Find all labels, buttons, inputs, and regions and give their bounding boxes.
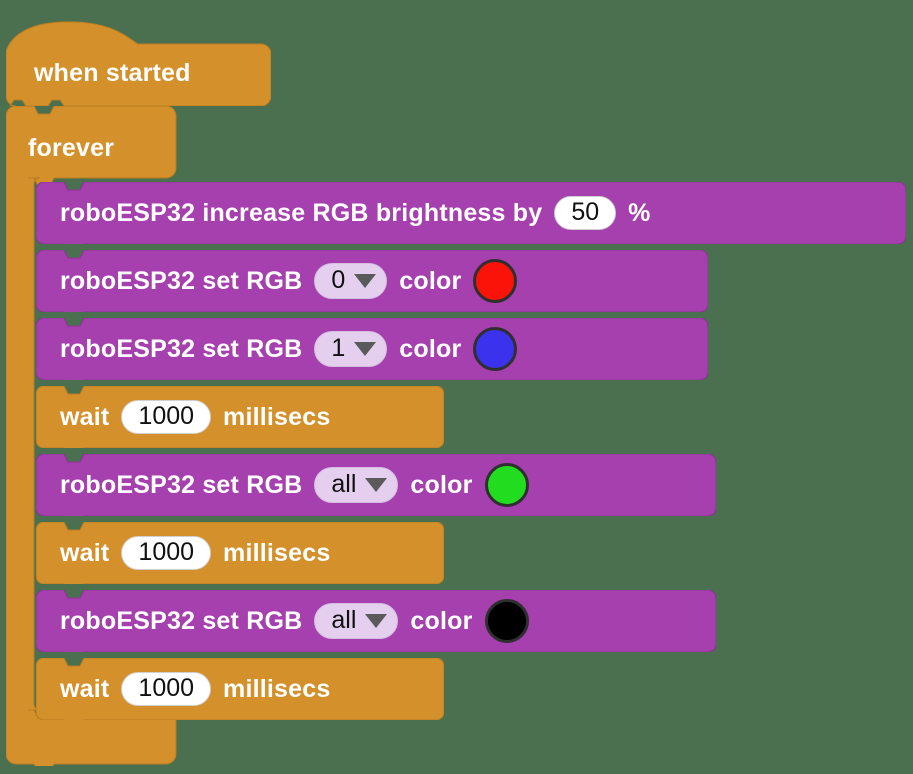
block-when-started[interactable]: when started xyxy=(6,14,271,106)
block-wait-2[interactable]: wait 1000 millisecs xyxy=(36,522,444,584)
block-set-rgb-0[interactable]: roboESP32 set RGB 0 color xyxy=(36,250,708,312)
rgb-index-dropdown-1[interactable]: 1 xyxy=(314,331,388,367)
rgb-index-dropdown-all-black[interactable]: all xyxy=(314,603,399,639)
when-started-label: when started xyxy=(34,59,191,87)
wait-2-text-after: millisecs xyxy=(223,538,331,567)
block-increase-brightness[interactable]: roboESP32 increase RGB brightness by 50 … xyxy=(36,182,906,244)
rgb-index-dropdown-0-value: 0 xyxy=(331,266,346,294)
rgb-index-dropdown-all-green-value: all xyxy=(331,470,357,498)
forever-shape xyxy=(6,106,177,766)
wait-2-number-field[interactable]: 1000 xyxy=(121,536,212,570)
block-set-rgb-1[interactable]: roboESP32 set RGB 1 color xyxy=(36,318,708,380)
wait-1-text-after: millisecs xyxy=(223,402,331,431)
block-set-rgb-all-green[interactable]: roboESP32 set RGB all color xyxy=(36,454,716,516)
chevron-down-icon xyxy=(354,273,377,288)
when-started-shape xyxy=(6,21,271,106)
block-forever[interactable]: forever xyxy=(6,106,186,766)
block-set-rgb-all-black[interactable]: roboESP32 set RGB all color xyxy=(36,590,716,652)
increase-brightness-shape xyxy=(36,182,906,244)
increase-brightness-text-before: roboESP32 increase RGB brightness by xyxy=(60,198,543,227)
wait-2-text-before: wait xyxy=(60,538,110,567)
set-rgb-all-green-text-middle: color xyxy=(410,470,473,499)
block-wait-1[interactable]: wait 1000 millisecs xyxy=(36,386,444,448)
chevron-down-icon xyxy=(365,613,388,628)
rgb-index-dropdown-1-value: 1 xyxy=(331,334,346,362)
color-swatch-green[interactable] xyxy=(484,463,529,507)
set-rgb-1-text-before: roboESP32 set RGB xyxy=(60,334,303,363)
set-rgb-all-black-text-middle: color xyxy=(410,606,473,635)
color-swatch-black[interactable] xyxy=(484,599,529,643)
rgb-index-dropdown-all-green[interactable]: all xyxy=(314,467,399,503)
set-rgb-0-text-before: roboESP32 set RGB xyxy=(60,266,303,295)
chevron-down-icon xyxy=(354,341,377,356)
wait-3-text-before: wait xyxy=(60,674,110,703)
rgb-index-dropdown-all-black-value: all xyxy=(331,606,357,634)
set-rgb-0-text-middle: color xyxy=(399,266,462,295)
brightness-number-field[interactable]: 50 xyxy=(554,196,617,230)
wait-1-number-field[interactable]: 1000 xyxy=(121,400,212,434)
color-swatch-blue[interactable] xyxy=(473,327,518,371)
chevron-down-icon xyxy=(365,477,388,492)
set-rgb-all-black-text-before: roboESP32 set RGB xyxy=(60,606,303,635)
wait-1-text-before: wait xyxy=(60,402,110,431)
wait-3-text-after: millisecs xyxy=(223,674,331,703)
increase-brightness-text-after: % xyxy=(628,198,651,227)
color-swatch-red[interactable] xyxy=(473,259,518,303)
forever-label: forever xyxy=(28,134,115,162)
set-rgb-all-green-text-before: roboESP32 set RGB xyxy=(60,470,303,499)
wait-3-number-field[interactable]: 1000 xyxy=(121,672,212,706)
block-wait-3[interactable]: wait 1000 millisecs xyxy=(36,658,444,720)
set-rgb-1-text-middle: color xyxy=(399,334,462,363)
rgb-index-dropdown-0[interactable]: 0 xyxy=(314,263,388,299)
